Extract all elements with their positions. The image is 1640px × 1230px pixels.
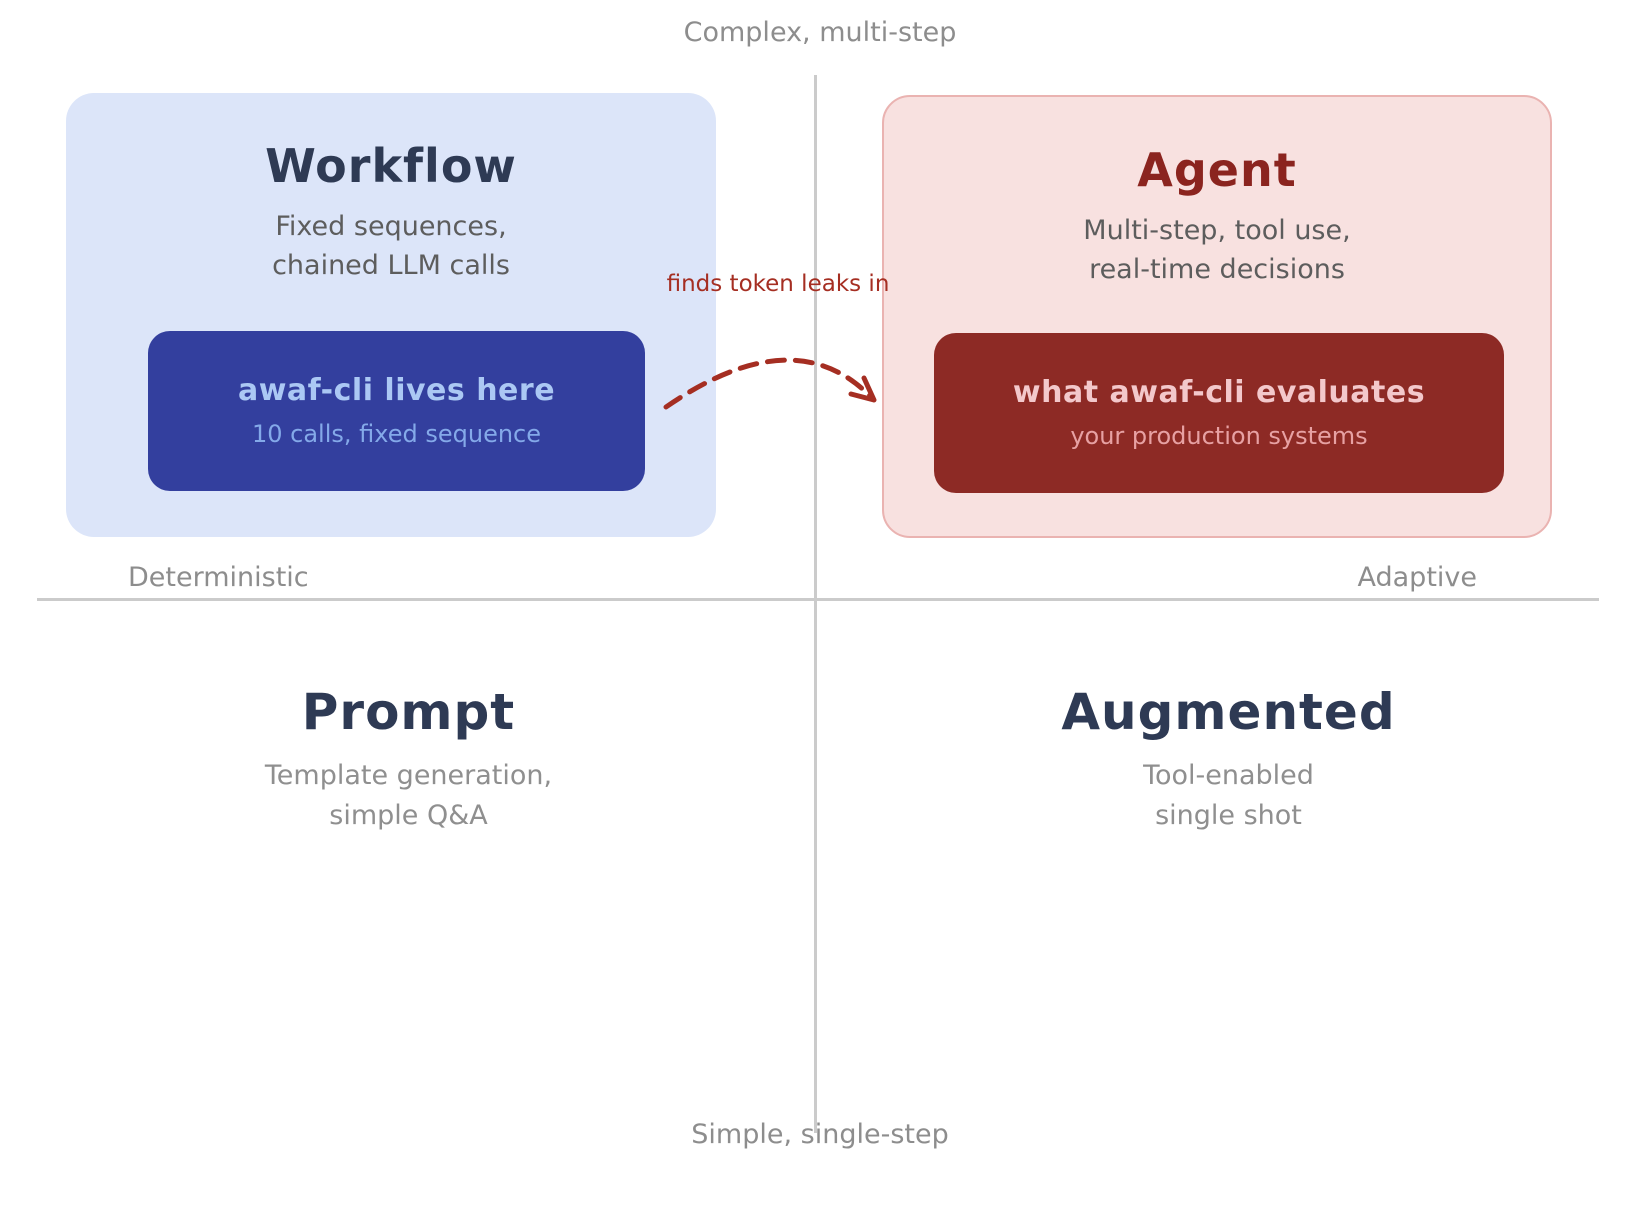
- axis-label-right: Adaptive: [1357, 562, 1478, 593]
- description-line: Fixed sequences,: [275, 211, 507, 242]
- description-line: real-time decisions: [1089, 254, 1345, 285]
- horizontal-axis-line: [37, 598, 1599, 601]
- description-line: single shot: [1155, 800, 1302, 831]
- description-line: Multi-step, tool use,: [1083, 215, 1351, 246]
- workflow-card-title: awaf-cli lives here: [237, 373, 556, 408]
- agent-card-subtitle: your production systems: [1070, 422, 1368, 450]
- axis-label-top: Complex, multi-step: [683, 17, 957, 48]
- augmented-quadrant: Augmented Tool-enabled single shot: [817, 682, 1640, 836]
- description-line: Template generation,: [264, 760, 553, 791]
- workflow-card: awaf-cli lives here 10 calls, fixed sequ…: [148, 331, 645, 491]
- description-line: chained LLM calls: [272, 250, 510, 281]
- prompt-title: Prompt: [301, 683, 516, 741]
- description-line: simple Q&A: [329, 800, 488, 831]
- prompt-quadrant: Prompt Template generation, simple Q&A: [0, 682, 817, 836]
- vertical-axis-line: [814, 75, 817, 1133]
- workflow-quadrant-box: Workflow Fixed sequences, chained LLM ca…: [66, 93, 716, 537]
- augmented-description: Tool-enabled single shot: [817, 756, 1640, 836]
- arrow-label: finds token leaks in: [666, 271, 890, 297]
- axis-label-bottom: Simple, single-step: [691, 1119, 949, 1150]
- agent-card: what awaf-cli evaluates your production …: [934, 333, 1504, 493]
- arrow-head-icon: [848, 375, 877, 403]
- agent-card-title: what awaf-cli evaluates: [1012, 375, 1426, 410]
- agent-title: Agent: [1137, 143, 1297, 197]
- axis-label-left: Deterministic: [128, 562, 309, 593]
- workflow-description: Fixed sequences, chained LLM calls: [66, 207, 716, 285]
- workflow-title: Workflow: [265, 139, 517, 193]
- prompt-description: Template generation, simple Q&A: [0, 756, 817, 836]
- description-line: Tool-enabled: [1143, 760, 1314, 791]
- workflow-card-subtitle: 10 calls, fixed sequence: [251, 420, 542, 448]
- augmented-title: Augmented: [1061, 683, 1396, 741]
- agent-quadrant-box: Agent Multi-step, tool use, real-time de…: [882, 95, 1552, 538]
- agent-description: Multi-step, tool use, real-time decision…: [884, 211, 1550, 289]
